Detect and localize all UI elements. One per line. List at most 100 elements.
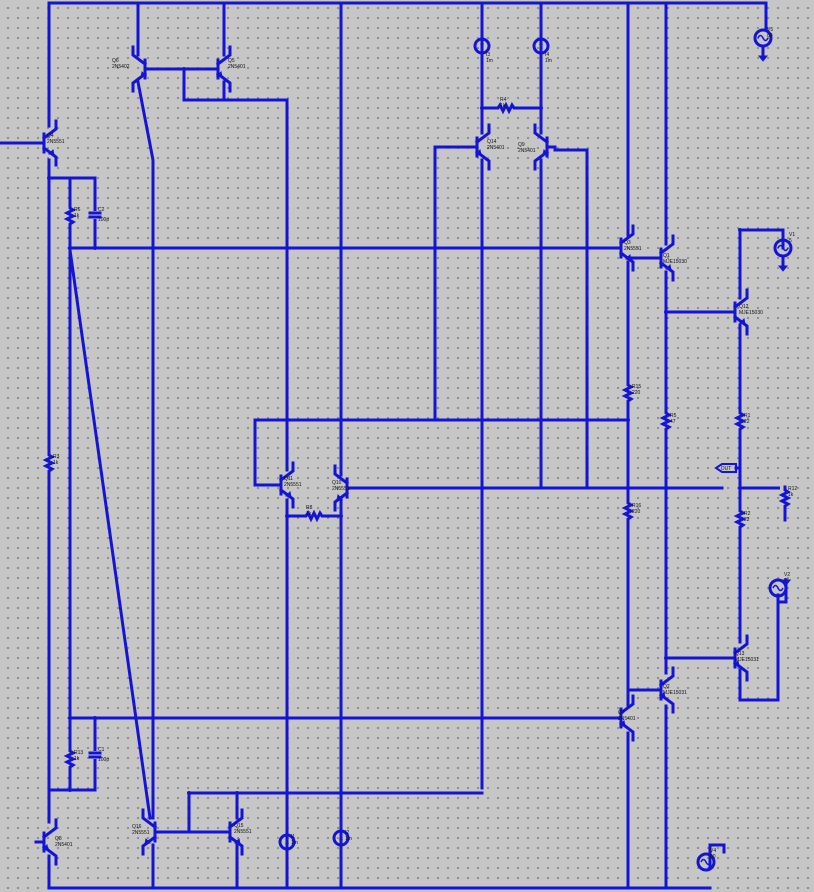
transistor-part-q10: 2N5551 xyxy=(332,486,350,492)
resistor-ref-r2: R2 xyxy=(744,511,751,517)
source-ref-i3: I3 xyxy=(486,52,490,58)
transistor-part-q5: 2N5401 xyxy=(228,64,246,70)
junction-dot-0 xyxy=(47,176,51,180)
junction-dot-10 xyxy=(626,256,630,260)
resistor-value-r8: 1k xyxy=(306,511,312,517)
resistor-value-r4: 1k xyxy=(500,103,506,109)
source-value-v4: 60 xyxy=(710,854,716,860)
resistor-value-r12: 1k xyxy=(788,492,794,498)
resistor-value-r16: 220 xyxy=(632,509,641,515)
transistor-ref-q14: Q14 xyxy=(487,139,497,145)
transistor-ref-q11: Q11 xyxy=(284,476,293,482)
wire-19[interactable] xyxy=(68,248,152,820)
transistor-part-q16: 2N5551 xyxy=(132,830,150,836)
transistor-part-q6: 2N5402 xyxy=(112,64,130,70)
transistor-ref-q15: Q15 xyxy=(234,823,244,829)
junction-dot-16 xyxy=(738,228,742,232)
junction-dot-18 xyxy=(235,791,239,795)
transistor-ref-q10: Q10 xyxy=(332,480,342,486)
source-ref-v2: V2 xyxy=(784,572,790,578)
wires xyxy=(0,1,787,890)
source-ref-v4: V4 xyxy=(710,848,716,854)
voltage-source-v1[interactable]: V15 xyxy=(773,232,795,272)
junction-dot-7 xyxy=(539,106,543,110)
junction-dot-5 xyxy=(68,788,72,792)
junction-dot-14 xyxy=(664,656,668,660)
transistor-ref-q3: Q3 xyxy=(624,240,631,246)
resistor-value-r3: 1k xyxy=(53,460,59,466)
resistor-ref-r5: R5 xyxy=(670,413,677,419)
capacitor-value-c2: 100p xyxy=(98,217,109,223)
junction-dot-13 xyxy=(664,310,668,314)
wire-13[interactable] xyxy=(136,80,155,820)
transistor-part-q1: MJE15030 xyxy=(663,259,687,265)
source-ref-i1: I1 xyxy=(291,834,295,840)
resistor-ref-r8: R8 xyxy=(306,505,313,511)
junction-dot-15 xyxy=(738,486,742,490)
resistor-value-r15: 220 xyxy=(632,390,641,396)
transistor-ref-q4: Q4 xyxy=(47,133,54,139)
source-ref-i2: I2 xyxy=(345,830,349,836)
transistor-ref-q6: Q6 xyxy=(112,58,119,64)
junction-dot-3 xyxy=(68,716,72,720)
resistor-ref-r4: R4 xyxy=(500,97,507,103)
transistor-ref-q8: Q8 xyxy=(55,836,62,842)
voltage-source-v2[interactable]: V25 xyxy=(768,572,792,604)
source-ref-v5: V5 xyxy=(767,27,773,33)
transistor-part-q2: MJE15031 xyxy=(663,690,687,696)
transistor-part-q3: 2N5551 xyxy=(624,246,642,252)
resistor-value-r5: 47 xyxy=(670,419,676,425)
transistor-ref-q9: Q9 xyxy=(518,142,525,148)
transistor-part-q9: 2N5401 xyxy=(518,148,536,154)
transistor-part-q14: 2N5401 xyxy=(487,145,505,151)
source-ref-v1: V1 xyxy=(789,232,795,238)
junction-dot-4 xyxy=(93,716,97,720)
resistor-ref-r1: R1 xyxy=(744,413,751,419)
output-terminal[interactable]: OUT xyxy=(714,463,742,473)
junction-dot-2 xyxy=(93,246,97,250)
transistor-part-q7: 2N5401 xyxy=(618,716,636,722)
junction-dot-9 xyxy=(339,514,343,518)
junction-dot-19 xyxy=(182,67,186,71)
source-value-i4: 1m xyxy=(545,58,552,64)
capacitor-value-c1: 100p xyxy=(98,757,109,763)
source-value-i2: 1m xyxy=(345,836,352,842)
junction-dot-1 xyxy=(68,246,72,250)
